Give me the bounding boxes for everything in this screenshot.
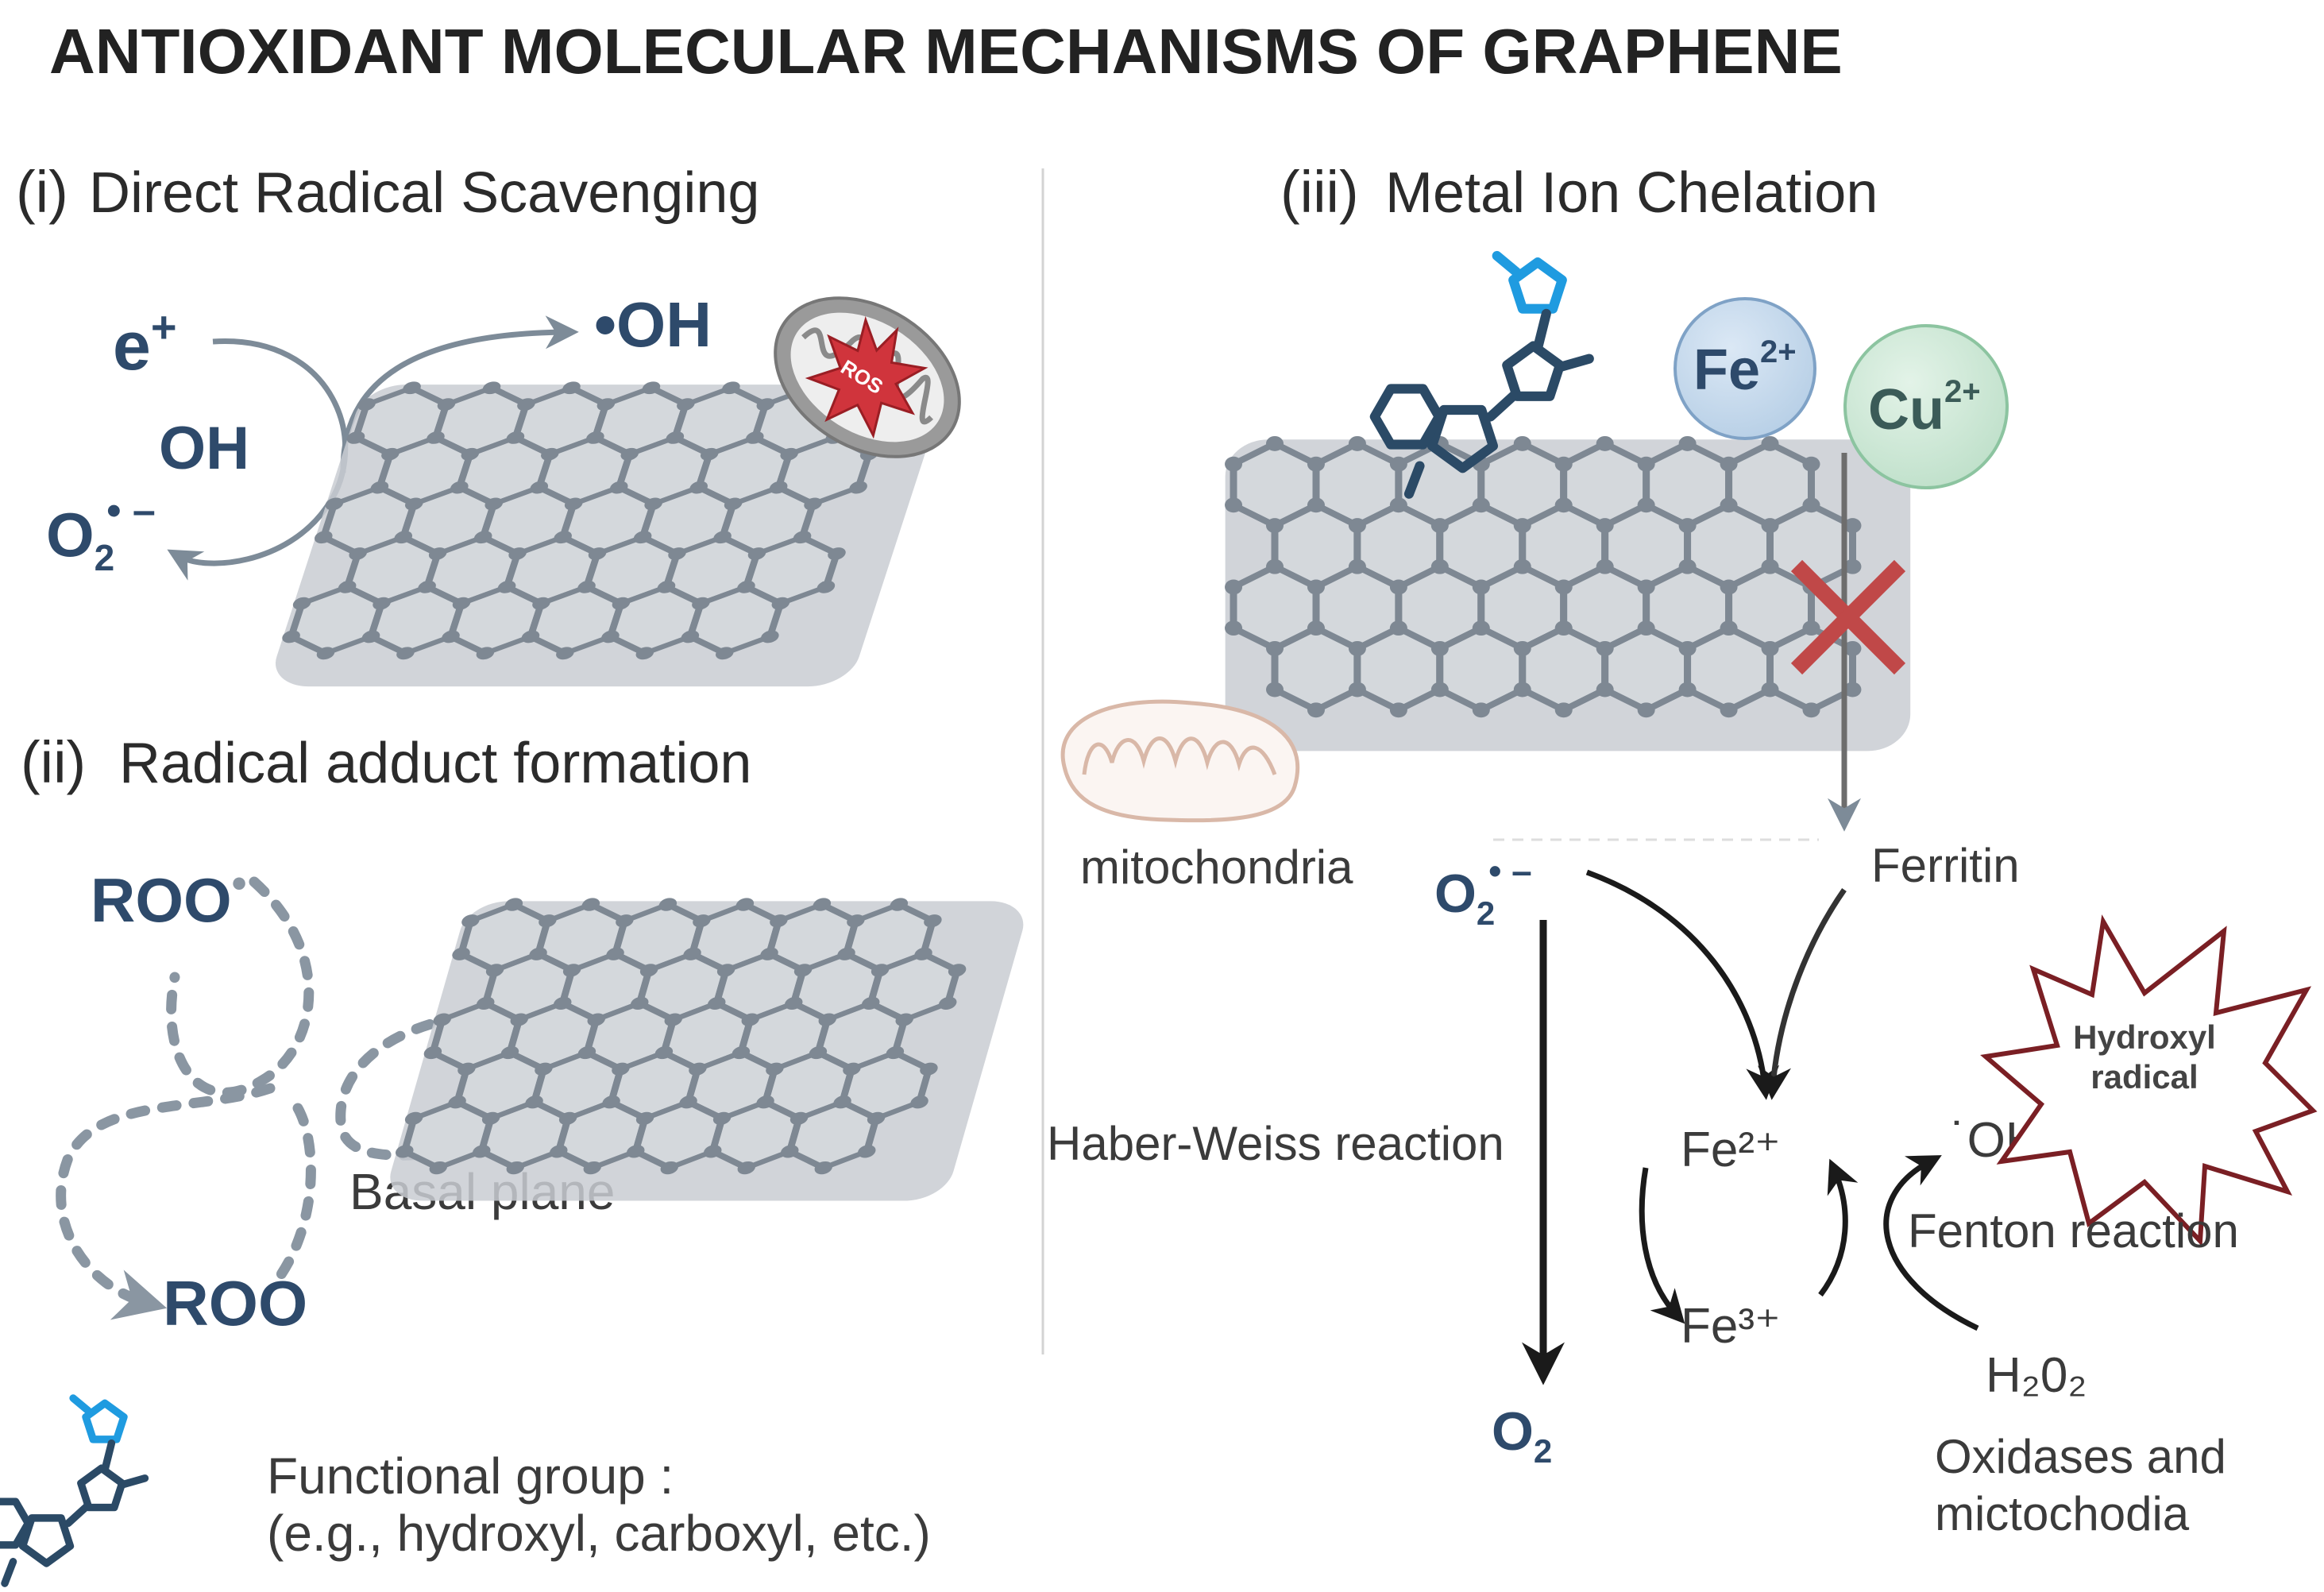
main-title: ANTIOXIDANT MOLECULAR MECHANISMS OF GRAP… xyxy=(49,16,1843,87)
fe2-ion-bubble: Fe2+ xyxy=(1674,297,1816,440)
oh-label: OH xyxy=(159,415,249,482)
legend-line-1: Functional group : xyxy=(267,1447,674,1505)
chelating-molecule-icon xyxy=(1369,250,1594,499)
oxygen-product-label: O2 xyxy=(1492,1401,1552,1470)
arrow-ferritin-to-fe2 xyxy=(1758,887,1847,1100)
ferritin-label: Ferritin xyxy=(1871,839,2020,892)
section-ii-title: Radical adduct formation xyxy=(119,732,751,795)
arrow-superoxide-to-fe2 xyxy=(1585,869,1780,1100)
arrow-fe3-to-fe2 xyxy=(1818,1158,1859,1297)
hydroxyl-radical-text-2: radical xyxy=(2090,1058,2198,1095)
block-x-icon xyxy=(1790,559,1906,675)
fe2-label: Fe²⁺ xyxy=(1681,1123,1781,1177)
graphene-sheet-ii xyxy=(390,898,1024,1201)
hydroxyl-radical-text-1: Hydroxyl xyxy=(2073,1018,2216,1056)
oxidases-label-1: Oxidases and xyxy=(1935,1430,2226,1483)
mitochondria-icon xyxy=(1060,699,1300,823)
fe2-ion-label: Fe2+ xyxy=(1693,334,1797,402)
mitochondria-label: mitochondria xyxy=(1080,840,1353,894)
haber-weiss-label: Haber-Weiss reaction xyxy=(1047,1117,1504,1170)
arrow-h2o2-to-oh xyxy=(1883,1155,1979,1331)
graphene-sheet-i xyxy=(275,381,940,687)
peroxyl-radical-top: ROO• xyxy=(91,860,247,935)
peroxyl-radical-bottom: ROO xyxy=(163,1268,307,1339)
electron-label: e+ xyxy=(113,302,177,384)
cu2-ion-label: Cu2+ xyxy=(1868,374,1981,442)
superoxide-label-iii: O2• – xyxy=(1434,850,1532,932)
functional-group-molecule-icon xyxy=(0,1394,149,1587)
cu2-ion-bubble: Cu2+ xyxy=(1843,324,2009,489)
legend-line-2: (e.g., hydroxyl, carboxyl, etc.) xyxy=(267,1505,931,1562)
hydroxyl-radical-star: Hydroxyl radical xyxy=(1980,914,2318,1247)
fenton-reaction-label: Fenton reaction xyxy=(1908,1204,2239,1258)
arrow-to-oh-radical xyxy=(340,315,579,473)
h2o2-label: H₂0₂ xyxy=(1986,1348,2087,1403)
fe3-label: Fe³⁺ xyxy=(1681,1299,1781,1354)
mitochondrion-ros-icon: ROS xyxy=(774,296,961,458)
section-iii-number: (iii) xyxy=(1280,159,1359,225)
oxidases-label-2: mictochodia xyxy=(1935,1487,2190,1540)
hydroxyl-radical-label: •OH xyxy=(594,289,712,360)
graphene-sheet-iii xyxy=(1225,435,1911,752)
section-i-title: Direct Radical Scavenging xyxy=(89,161,759,225)
section-ii-number: (ii) xyxy=(21,729,86,795)
section-i-number: (i) xyxy=(16,159,68,225)
superoxide-label: O2• – xyxy=(46,488,156,578)
section-iii-title: Metal Ion Chelation xyxy=(1385,161,1878,225)
arrow-fe2-to-fe3 xyxy=(1639,1167,1685,1324)
